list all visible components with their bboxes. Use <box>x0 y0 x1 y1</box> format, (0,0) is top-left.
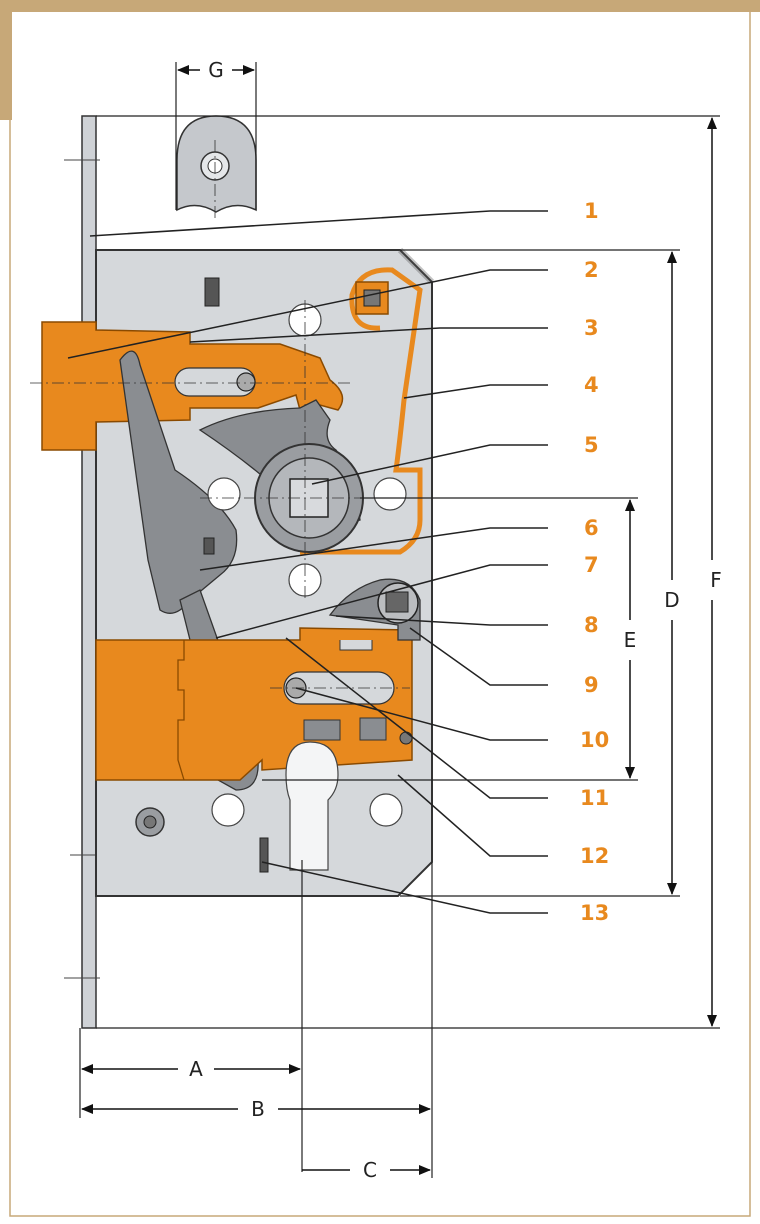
callout-2: 2 <box>584 258 599 282</box>
callout-12: 12 <box>580 844 609 868</box>
slot-mid <box>203 537 215 555</box>
callout-3: 3 <box>584 316 599 340</box>
callout-1: 1 <box>584 199 599 223</box>
dim-F-label: F <box>710 568 722 592</box>
dimension-arrows <box>81 65 717 1175</box>
screw-holes <box>207 303 407 827</box>
dim-C-label: C <box>363 1158 377 1182</box>
extension-lines <box>79 62 720 1178</box>
spring <box>300 267 423 555</box>
top-border-band <box>0 0 760 12</box>
dim-B-label: B <box>251 1097 265 1121</box>
callout-6: 6 <box>584 516 599 540</box>
dim-D-label: D <box>664 588 679 612</box>
callout-13: 13 <box>580 901 609 925</box>
page-frame <box>9 9 751 1217</box>
slot-top <box>204 277 220 307</box>
callout-5: 5 <box>584 433 599 457</box>
callout-10: 10 <box>580 728 609 752</box>
callout-4: 4 <box>584 373 599 397</box>
callout-11: 11 <box>580 786 609 810</box>
callout-numbers: 1 2 3 4 5 6 7 8 9 10 11 12 13 <box>580 199 609 925</box>
faceplate <box>81 115 97 1029</box>
callout-9: 9 <box>584 673 599 697</box>
leader-lines <box>67 210 548 914</box>
cylinder-cutout <box>285 741 339 871</box>
callout-8: 8 <box>584 613 599 637</box>
slot-bottom <box>259 837 269 873</box>
dim-E-label: E <box>624 628 637 652</box>
dim-G-label: G <box>208 58 224 82</box>
left-border-band <box>0 0 12 120</box>
callout-7: 7 <box>584 553 599 577</box>
dim-A-label: A <box>189 1057 203 1081</box>
